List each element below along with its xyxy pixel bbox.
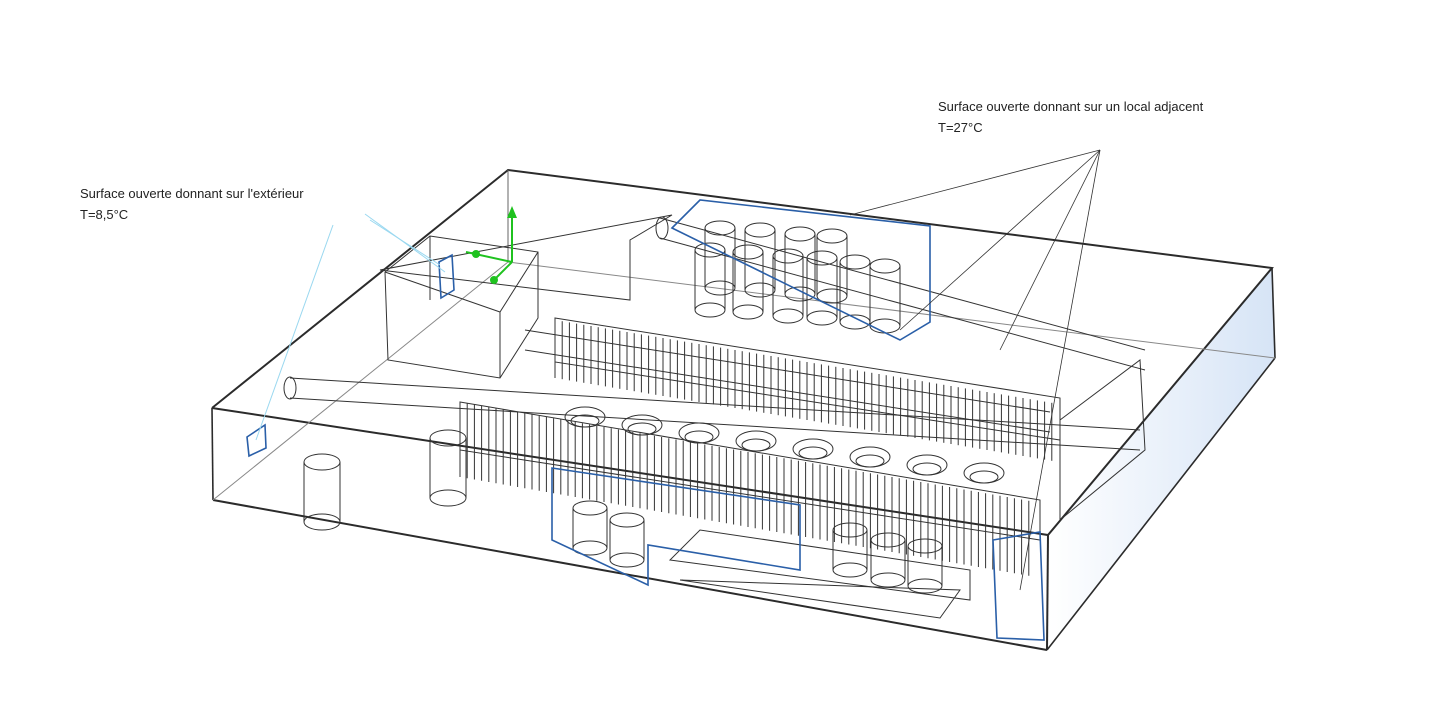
coordinate-axis-triad (465, 206, 517, 284)
cylinder-bottom (704, 280, 736, 296)
leader-lines-exterior (255, 213, 446, 441)
cylinder-bottom (907, 578, 943, 594)
ring-capacitor (735, 430, 777, 452)
ring-capacitor-inner (855, 454, 885, 468)
cylinder-top (704, 220, 736, 236)
enclosure-box (211, 168, 1276, 651)
annotation-adjacent-room-surface: Surface ouverte donnant sur un local adj… (938, 96, 1203, 138)
cylinder-bottom (429, 489, 467, 507)
ring-capacitor-inner (969, 470, 999, 484)
cylinder-top (806, 250, 838, 266)
ring-capacitor (963, 462, 1005, 484)
ring-capacitor-inner (912, 462, 942, 476)
annotation-title: Surface ouverte donnant sur un local adj… (938, 99, 1204, 114)
cylinder-bottom (870, 572, 906, 588)
cylinder-bottom (732, 304, 764, 320)
annotation-temperature: T=8,5°C (80, 207, 129, 222)
cylinder-top (832, 522, 868, 538)
internal-components (283, 214, 1146, 619)
pipe (289, 397, 1141, 451)
cylinder-top (839, 254, 871, 270)
pipe (289, 377, 1141, 431)
ring-capacitor (849, 446, 891, 468)
cylinder-top (869, 258, 901, 274)
cylinder-bottom (772, 308, 804, 324)
cylinder-top (784, 226, 816, 242)
ring-capacitor-inner (798, 446, 828, 460)
pipe (524, 349, 1051, 433)
cylinder-top (303, 453, 341, 471)
cylinder-bottom (869, 318, 901, 334)
pipe-end (655, 216, 669, 240)
cylinder-top (816, 228, 848, 244)
cylinder-bottom (609, 552, 645, 568)
ring-capacitor (792, 438, 834, 460)
ring-capacitor-inner (684, 430, 714, 444)
heatsink-lower (459, 401, 1041, 541)
axis-arrow-icon (507, 206, 517, 218)
ring-capacitor-inner (627, 422, 657, 436)
cylinder-top (744, 222, 776, 238)
cylinder-bottom (744, 282, 776, 298)
pipe-end (283, 376, 297, 400)
right-side-face (1048, 268, 1275, 650)
bottom-block-edge (679, 579, 961, 619)
duct-edge (384, 271, 501, 313)
cylinder-top (572, 500, 608, 516)
duct-edge (499, 251, 539, 313)
ring-capacitor (906, 454, 948, 476)
ring-capacitor-inner (741, 438, 771, 452)
cylinder-top (732, 244, 764, 260)
cylinder-bottom (832, 562, 868, 578)
cylinder-top (609, 512, 645, 528)
inner-panel (379, 214, 673, 301)
pipe (524, 329, 1051, 413)
ring-capacitor (621, 414, 663, 436)
inlet-duct (384, 235, 539, 379)
cylinder-bottom (806, 310, 838, 326)
cylinder-top (870, 532, 906, 548)
annotation-title: Surface ouverte donnant sur l'extérieur (80, 186, 304, 201)
annotation-temperature: T=27°C (938, 120, 983, 135)
selection-faces (246, 199, 1045, 641)
annotation-exterior-surface: Surface ouverte donnant sur l'extérieur … (80, 183, 304, 225)
leader-lines (849, 149, 1101, 591)
pipe (659, 217, 1146, 351)
right-panel (1059, 359, 1146, 522)
cylinder-bottom (694, 302, 726, 318)
